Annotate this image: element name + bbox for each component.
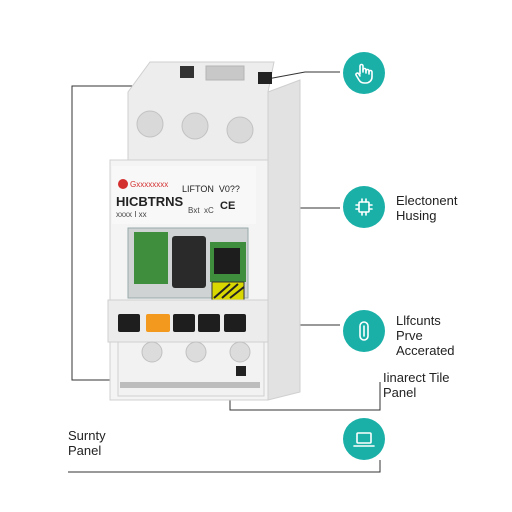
device-top-port-right	[258, 72, 272, 84]
capsule-icon	[343, 310, 385, 352]
device-side-face	[267, 79, 301, 401]
callout-label-housing: Electonent Husing	[396, 193, 458, 223]
device-brand-label: Gxxxxxxxx	[130, 180, 169, 189]
toggle-1	[118, 314, 140, 332]
touch-hand-icon	[343, 52, 385, 94]
circuit-breaker-device	[107, 61, 301, 401]
device-label-panel	[112, 166, 256, 224]
device-ce-mark: CE	[220, 200, 236, 212]
toggle-4	[198, 314, 220, 332]
leader-surnty	[68, 460, 381, 473]
bottom-screw	[236, 366, 246, 376]
callout-label-surnty: Surnty Panel	[68, 428, 106, 458]
callout-label-accerated: Llfcunts Prve Accerated	[396, 313, 455, 358]
terminal-hole-bottom-1	[141, 341, 163, 363]
terminal-hole-top-2	[181, 112, 209, 140]
bottom-text-strip	[120, 382, 260, 388]
device-top-port-left	[180, 66, 194, 78]
device-top-slot	[205, 65, 245, 81]
brand-logo-mark	[118, 179, 128, 189]
device-model-label: HICBTRNS	[116, 194, 184, 209]
relay-block	[172, 236, 206, 288]
toggle-3	[173, 314, 195, 332]
circuit-chip-icon	[343, 186, 385, 228]
warning-stripes	[213, 283, 245, 299]
terminal-hole-top-3	[226, 116, 254, 144]
device-small-label: xxxx I xx	[116, 210, 147, 219]
device-top-right-label: LIFTON V0??	[182, 184, 240, 194]
toggle-5	[224, 314, 246, 332]
laptop-icon	[343, 418, 385, 460]
leader-left	[71, 85, 150, 381]
pcb-left	[134, 232, 168, 284]
terminal-hole-bottom-3	[229, 341, 251, 363]
callout-label-tile-panel: Iinarect Tile Panel	[383, 370, 450, 400]
toggle-2	[146, 314, 170, 332]
device-rating-label: Bxt xC	[188, 206, 214, 215]
relay-block-right	[214, 248, 240, 274]
leader-top	[261, 71, 340, 81]
terminal-hole-bottom-2	[185, 341, 207, 363]
terminal-hole-top-1	[136, 110, 164, 138]
